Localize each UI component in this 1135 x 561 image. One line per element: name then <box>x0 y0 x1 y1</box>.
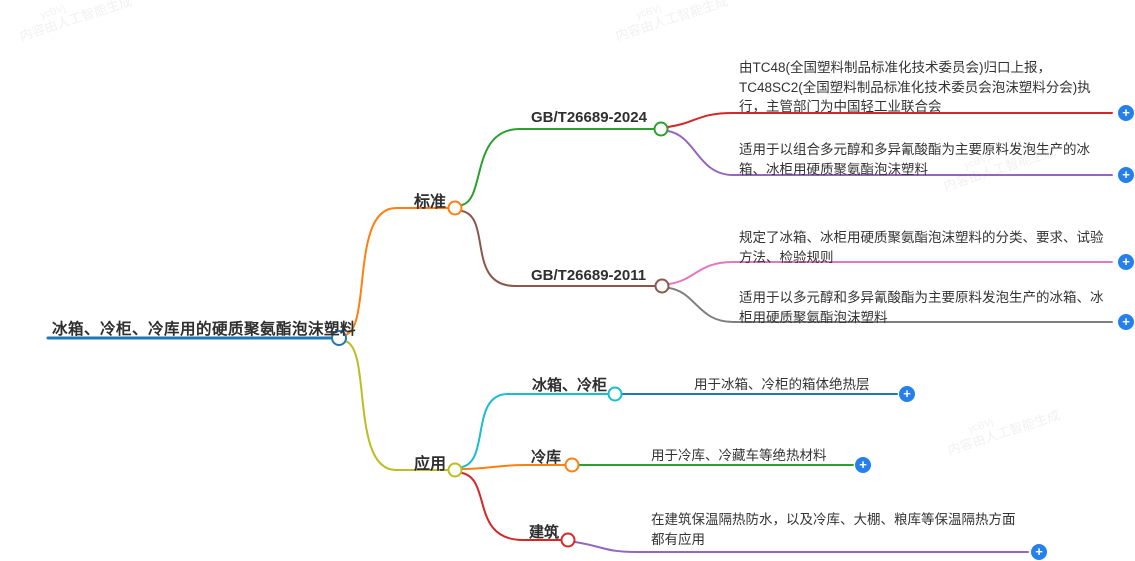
link-standards <box>344 207 449 336</box>
gbt2011-node-circle[interactable] <box>654 278 670 294</box>
cold-storage-node-circle[interactable] <box>564 457 580 473</box>
node-building-label[interactable]: 建筑 <box>529 524 560 541</box>
link-building-applications <box>574 541 1029 553</box>
link-fridge-freezer <box>461 393 609 468</box>
link-applications <box>344 340 449 471</box>
applications-node-circle[interactable] <box>447 462 463 478</box>
link-2011-scope <box>668 287 1113 323</box>
expand-button-fridge-insulation[interactable]: + <box>899 386 915 402</box>
link-building <box>461 472 562 541</box>
expand-button-building-applications[interactable]: + <box>1031 544 1047 560</box>
gbt2024-node-circle[interactable] <box>653 121 669 137</box>
link-2024-scope <box>667 130 1113 176</box>
leaf-building-applications-label[interactable]: 在建筑保温隔热防水，以及冷库、大棚、粮库等保温隔热方面都有应用 <box>651 512 1016 547</box>
link-cold-storage <box>461 464 566 470</box>
leaf-2024-reporting-label[interactable]: 由TC48(全国塑料制品标准化技术委员会)归口上报，TC48SC2(全国塑料制品… <box>739 60 1091 114</box>
link-gbt26689-2011 <box>461 210 656 287</box>
building-node-circle[interactable] <box>560 532 576 548</box>
leaf-cold-storage-materials-label[interactable]: 用于冷库、冷藏车等绝热材料 <box>651 448 827 463</box>
expand-button-2011-scope[interactable]: + <box>1118 314 1134 330</box>
link-2024-reporting <box>667 112 1113 128</box>
node-cold-storage-label[interactable]: 冷库 <box>531 449 562 466</box>
node-gbt26689-2011-label[interactable]: GB/T26689-2011 <box>531 267 647 284</box>
leaf-2011-scope-label[interactable]: 适用于以多元醇和多异氰酸酯为主要原料发泡生产的冰箱、冰柜用硬质聚氨酯泡沫塑料 <box>739 290 1104 325</box>
node-gbt26689-2024-label[interactable]: GB/T26689-2024 <box>531 109 647 126</box>
expand-button-2024-reporting[interactable]: + <box>1118 105 1134 121</box>
branch-standards-label[interactable]: 标准 <box>414 194 447 211</box>
fridge-freezer-node-circle[interactable] <box>607 386 623 402</box>
link-2011-content <box>668 261 1113 285</box>
expand-button-cold-storage-materials[interactable]: + <box>855 457 871 473</box>
leaf-fridge-insulation-label[interactable]: 用于冰箱、冷柜的箱体绝热层 <box>694 377 870 392</box>
expand-button-2024-scope[interactable]: + <box>1118 167 1134 183</box>
branch-applications-label[interactable]: 应用 <box>414 456 447 473</box>
root-node-circle[interactable] <box>331 330 347 346</box>
root-node-label[interactable]: 冰箱、冷柜、冷库用的硬质聚氨酯泡沫塑料 <box>52 321 357 338</box>
node-fridge-freezer-label[interactable]: 冰箱、冷柜 <box>532 377 608 394</box>
leaf-2024-scope-label[interactable]: 适用于以组合多元醇和多异氰酸酯为主要原料发泡生产的冰箱、冰柜用硬质聚氨酯泡沫塑料 <box>739 142 1090 177</box>
link-gbt26689-2024 <box>461 128 655 206</box>
expand-button-2011-content[interactable]: + <box>1118 254 1134 270</box>
standards-node-circle[interactable] <box>447 200 463 216</box>
leaf-2011-content-label[interactable]: 规定了冰箱、冰柜用硬质聚氨酯泡沫塑料的分类、要求、试验方法、检验规则 <box>739 230 1104 265</box>
